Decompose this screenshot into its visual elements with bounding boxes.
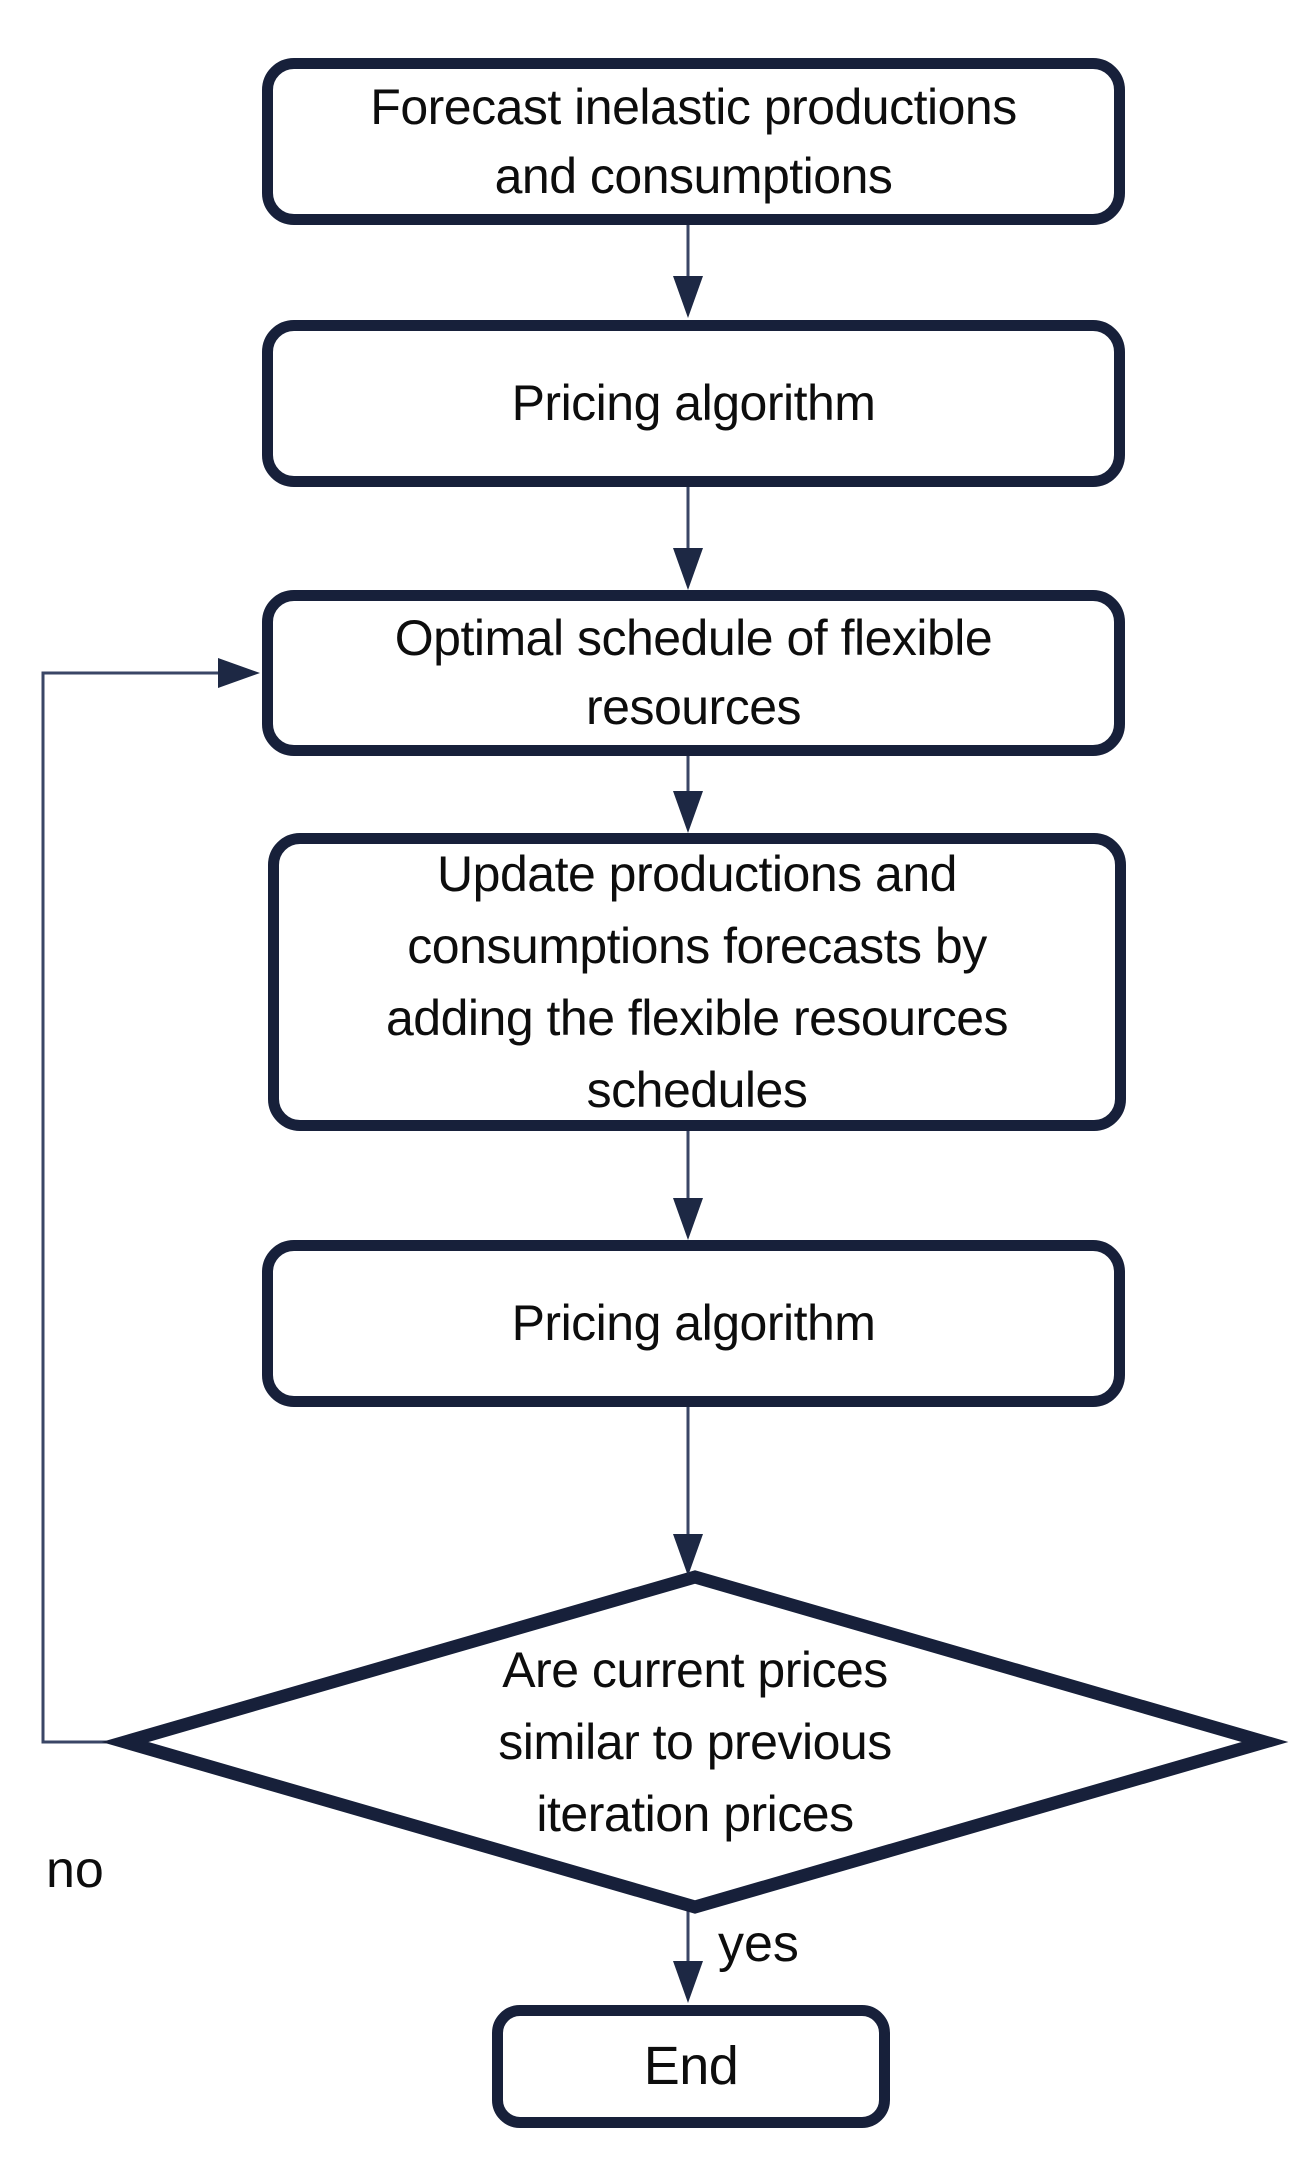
arrowhead-down-icon: [673, 276, 703, 318]
node-label: Are current prices similar to previous i…: [498, 1642, 892, 1842]
node-label: Forecast inelastic productions and consu…: [370, 78, 1017, 204]
arrowhead-down-icon: [673, 791, 703, 833]
node-label: Update productions and consumptions fore…: [386, 846, 1009, 1118]
arrowhead-down-icon: [673, 548, 703, 590]
arrowhead-right-icon: [218, 658, 260, 688]
edge-decision-no-loop: [41, 671, 222, 1744]
arrowhead-down-icon: [673, 1534, 703, 1576]
arrowhead-down-icon: [673, 1961, 703, 2003]
node-label: End: [643, 2036, 739, 2096]
node-end: End: [492, 2005, 890, 2128]
node-update-forecasts: Update productions and consumptions fore…: [268, 833, 1126, 1131]
arrowhead-down-icon: [673, 1198, 703, 1240]
edge-label-yes: yes: [718, 1915, 799, 1973]
node-pricing-algorithm-1: Pricing algorithm: [262, 320, 1125, 487]
edge-label-no: no: [46, 1841, 104, 1899]
node-decision-label: Are current prices similar to previous i…: [395, 1634, 995, 1850]
node-label: Pricing algorithm: [511, 1295, 876, 1351]
node-pricing-algorithm-2: Pricing algorithm: [262, 1240, 1125, 1407]
node-decision-diamond: [101, 1570, 1289, 1914]
node-optimal-schedule: Optimal schedule of flexible resources: [262, 590, 1125, 756]
node-forecast-inelastic: Forecast inelastic productions and consu…: [262, 58, 1125, 225]
node-label: Pricing algorithm: [511, 375, 876, 431]
node-label: Optimal schedule of flexible resources: [394, 610, 993, 735]
